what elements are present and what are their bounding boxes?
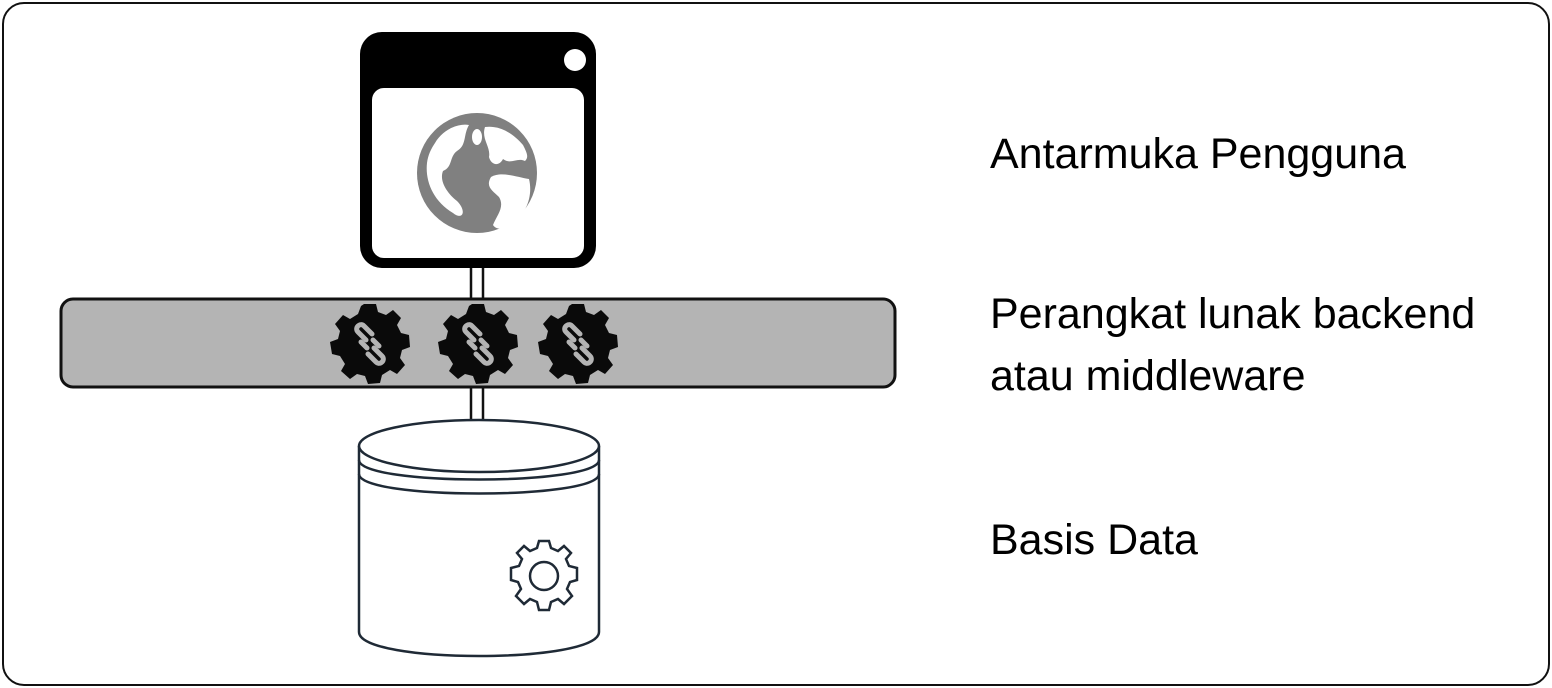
connector-backend-database (469, 386, 485, 422)
browser-window-icon (360, 32, 596, 268)
globe-icon (417, 113, 537, 233)
layer-label-ui: Antarmuka Pengguna (990, 130, 1406, 178)
layer-label-database: Basis Data (990, 516, 1198, 564)
layer-label-backend-line2: atau middleware (990, 352, 1306, 400)
database-cylinder-icon (357, 418, 601, 658)
settings-gear-icon (509, 539, 579, 612)
backend-bar (59, 297, 897, 389)
layer-label-backend-line1: Perangkat lunak backend (990, 290, 1476, 338)
connector-ui-backend (469, 266, 485, 306)
